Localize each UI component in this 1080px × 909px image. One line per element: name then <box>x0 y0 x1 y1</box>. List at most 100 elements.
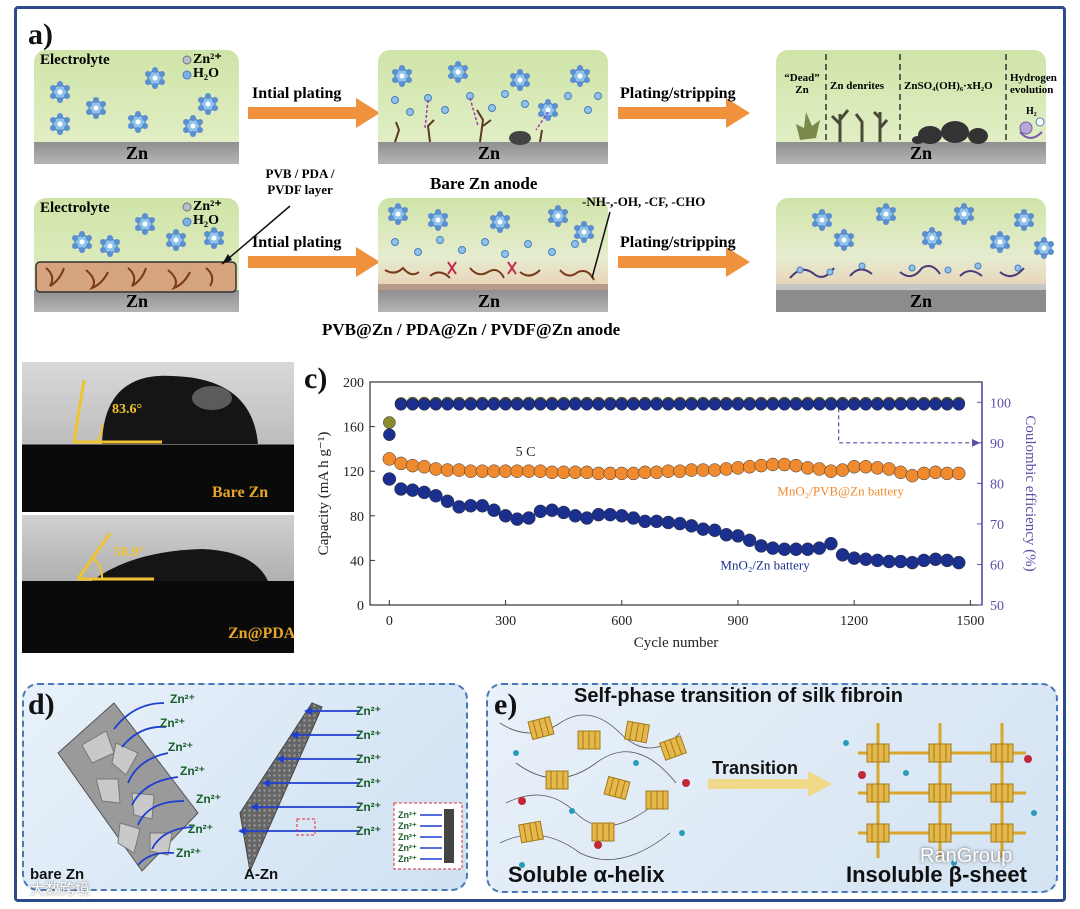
ce-point <box>824 398 838 411</box>
chart-axes <box>369 381 983 606</box>
zn-ion-label: Zn²⁺ <box>168 740 193 754</box>
capacity-point <box>835 463 850 477</box>
ce-point <box>789 398 803 411</box>
capacity-point <box>487 464 501 478</box>
zn-label-5: Zn <box>478 291 501 311</box>
capacity-point <box>928 552 943 567</box>
capacity-point <box>893 465 908 480</box>
ce-point <box>522 398 536 411</box>
capacity-point <box>452 463 466 477</box>
electrolyte-label-2: Electrolyte <box>40 200 110 216</box>
capacity-point <box>696 463 710 477</box>
y2-tick-label: 80 <box>990 477 1004 492</box>
ce-point <box>394 398 408 411</box>
capacity-point <box>742 533 757 548</box>
capacity-point <box>870 553 885 568</box>
ce-point <box>882 398 896 411</box>
ce-axis-arrow <box>838 408 974 444</box>
y-tick-label: 80 <box>350 510 364 525</box>
capacity-point <box>917 553 931 568</box>
ce-point <box>871 398 884 411</box>
figure-frame <box>14 6 1066 902</box>
capacity-point <box>684 519 699 533</box>
capacity-point <box>440 463 455 477</box>
ce-point <box>452 398 466 411</box>
zn-ion-label: Zn²⁺ <box>176 846 201 860</box>
capacity-point <box>766 457 780 472</box>
capacity-point <box>568 465 583 480</box>
contact-angle-photo-pda: 58.9° Zn@PDA <box>22 515 294 653</box>
capacity-point <box>824 464 838 478</box>
angle-bare: 83.6° <box>112 402 143 417</box>
soluble-label: Soluble α-helix <box>508 862 665 887</box>
capacity-point <box>626 511 641 525</box>
y-tick-label: 40 <box>350 554 364 569</box>
ce-point <box>685 398 698 411</box>
capacity-point <box>417 485 431 500</box>
coating-layer-label: PVB / PDA /PVDF layer <box>265 166 335 197</box>
panel-d-diagram <box>57 702 463 873</box>
zn-ion-label: Zn²⁺ <box>356 752 381 766</box>
capacity-point <box>707 523 722 538</box>
capacity-point <box>754 539 768 553</box>
capacity-point <box>777 457 792 472</box>
zn-ion-inset-label: Zn²⁺ <box>398 821 417 831</box>
capacity-point <box>463 499 478 513</box>
x-tick-label: 600 <box>611 614 632 629</box>
zn-ion-label: Zn²⁺ <box>170 692 195 706</box>
capacity-point <box>952 555 966 570</box>
capacity-point <box>382 472 397 486</box>
capacity-point <box>533 464 548 478</box>
angle-pda: 58.9° <box>114 545 145 560</box>
ce-point <box>510 398 524 411</box>
zn-ion-label: Zn²⁺ <box>160 716 185 730</box>
ce-point <box>441 398 454 411</box>
capacity-point <box>475 464 490 478</box>
capacity-point <box>789 542 803 556</box>
x-tick-label: 300 <box>495 614 516 629</box>
y-tick-label: 120 <box>343 465 364 480</box>
capacity-point <box>394 456 408 471</box>
capacity-point <box>928 465 943 480</box>
panel-e-label: e) <box>494 688 518 721</box>
capacity-point <box>870 461 885 475</box>
capacity-point <box>882 554 896 569</box>
water-legend-2: H₂O <box>193 213 219 228</box>
ce-point <box>720 398 733 411</box>
zn-ion-inset-label: Zn²⁺ <box>398 843 417 853</box>
capacity-point <box>405 483 420 497</box>
capacity-point <box>940 466 954 481</box>
zn-substrate-1 <box>34 142 239 164</box>
capacity-point <box>429 462 443 476</box>
capacity-point <box>847 551 861 565</box>
ce-point <box>662 398 675 411</box>
capacity-point <box>893 554 908 569</box>
x-tick-label: 0 <box>386 614 393 629</box>
ce-point <box>383 428 396 441</box>
ce-point <box>754 398 768 411</box>
capacity-point <box>522 511 536 525</box>
capacity-point <box>545 503 559 517</box>
ce-point <box>603 398 617 411</box>
capacity-point <box>789 458 803 473</box>
capacity-point <box>417 459 431 474</box>
ce-point <box>731 398 745 411</box>
y-tick-label: 0 <box>357 599 364 614</box>
capacity-point <box>498 464 513 478</box>
zn-label-1: Zn <box>126 143 149 163</box>
zn-label-4: Zn <box>126 291 149 311</box>
capacity-point <box>638 465 652 480</box>
zn-ion-label: Zn²⁺ <box>188 822 213 836</box>
capacity-point <box>917 466 931 481</box>
panel-a-diagram <box>34 50 1055 312</box>
initial-plating-label-1: Intial plating <box>252 85 342 102</box>
h2-label: H₂ <box>1026 106 1037 117</box>
series-label-pvb: MnO₂/PVB@Zn battery <box>777 484 904 499</box>
ce-point <box>406 398 419 411</box>
capacity-point <box>731 529 745 543</box>
ce-point <box>836 398 849 411</box>
capacity-point <box>649 465 664 480</box>
ce-point <box>929 398 942 411</box>
zn-ion-inset-label: Zn²⁺ <box>398 832 417 842</box>
ce-point <box>696 398 710 411</box>
